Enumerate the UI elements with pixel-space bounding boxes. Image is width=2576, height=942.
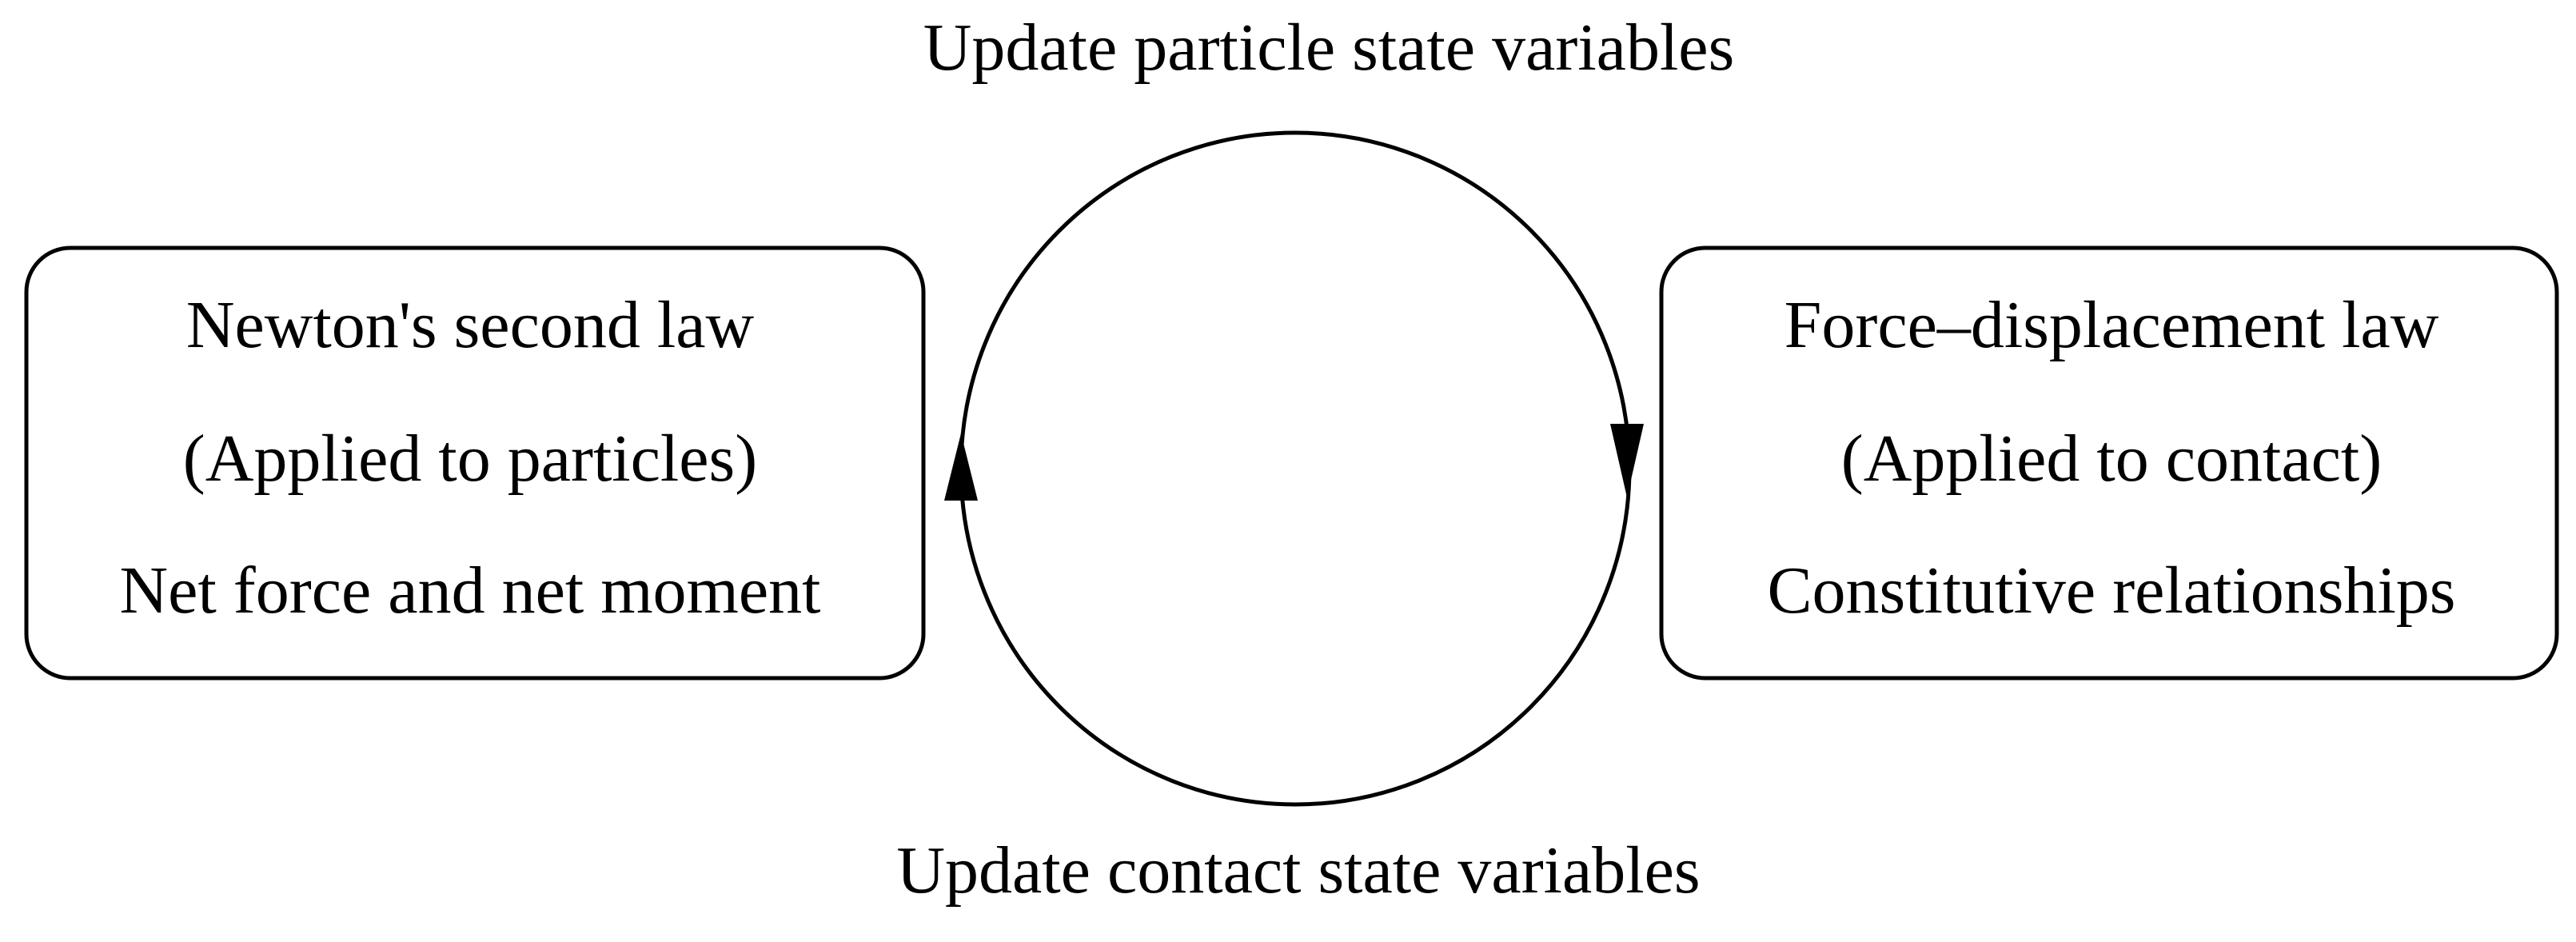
left-box-line-1: Newton's second law <box>185 288 755 362</box>
right-box-line-1: Force–displacement law <box>1784 288 2439 362</box>
arrowhead-down-right <box>1610 424 1644 497</box>
bottom-label: Update contact state variables <box>896 833 1701 908</box>
cycle-circle <box>959 130 1632 807</box>
left-box-line-2: (Applied to particles) <box>182 421 758 496</box>
right-box-line-2: (Applied to contact) <box>1840 421 2383 496</box>
top-label: Update particle state variables <box>923 10 1735 85</box>
left-box <box>24 245 926 681</box>
arrowhead-up-left <box>944 433 978 501</box>
right-box <box>1659 245 2559 681</box>
right-box-line-3: Constitutive relationships <box>1767 553 2456 628</box>
left-box-line-3: Net force and net moment <box>119 553 821 628</box>
